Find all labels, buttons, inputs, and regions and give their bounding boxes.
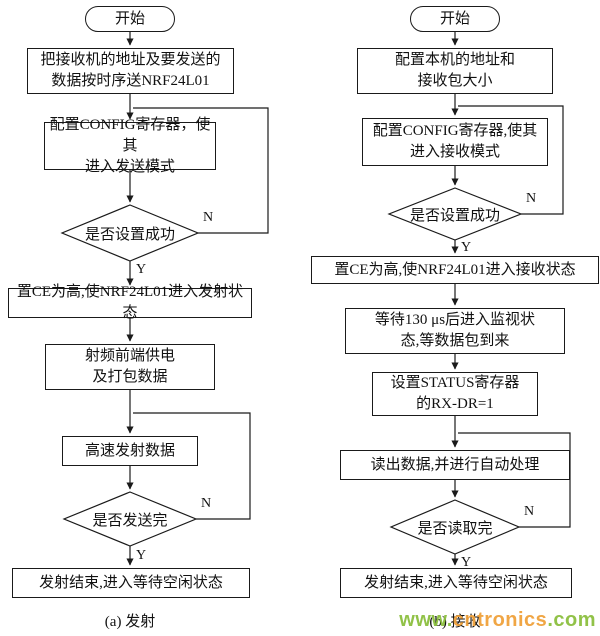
branch-label-yes: Y [136,262,147,277]
start-terminator: 开始 [85,6,175,32]
flow-step-config-register: 配置CONFIG寄存器，使其 进入发送模式 [44,117,216,175]
decision-read-done: 是否读取完 [417,520,493,537]
flow-step-wait-monitor: 等待130 μs后进入监视状 态,等数据包到来 [345,308,565,354]
flow-step-ce-high: 置CE为高,使NRF24L01进入发射状态 [8,284,252,321]
decision-shape [60,204,200,262]
decision-setup-ok: 是否设置成功 [409,207,500,224]
start-terminator: 开始 [410,6,500,32]
watermark-suffix: .com [547,609,596,631]
branch-label-no: N [203,210,214,225]
watermark-prefix: www. [399,609,453,631]
flow-step-set-status-register: 设置STATUS寄存器 的RX-DR=1 [372,372,538,416]
decision-shape [389,499,521,555]
branch-label-no: N [201,496,212,511]
flow-step-receive-end: 发射结束,进入等待空闲状态 [340,568,572,598]
flow-step-transmit-end: 发射结束,进入等待空闲状态 [12,568,250,598]
branch-label-no: N [526,191,537,206]
connector-loop-no [133,412,251,520]
branch-label-yes: Y [461,555,472,570]
decision-send-done: 是否发送完 [92,512,168,529]
branch-label-no: N [524,504,535,519]
flow-step-config-register: 配置CONFIG寄存器,使其 进入接收模式 [362,118,548,166]
site-watermark: www.cntronics.com [399,609,596,632]
branch-label-yes: Y [136,548,147,563]
decision-shape [387,187,523,241]
flow-step-read-data: 读出数据,并进行自动处理 [340,450,570,480]
flow-step-ce-high: 置CE为高,使NRF24L01进入接收状态 [311,256,599,284]
chart-caption-transmit: (a) 发射 [104,614,156,630]
connector-loop-no [133,107,269,234]
chart-caption-receive: (b) 接收 [429,614,481,630]
flow-step-config-local-address: 配置本机的地址和 接收包大小 [357,48,553,94]
decision-shape [62,491,198,547]
flow-step-transmit-data: 高速发射数据 [62,436,198,466]
connector-loop-no [458,105,564,215]
watermark-name: cntronics [452,609,548,631]
flow-step-load-address: 把接收机的地址及要发送的 数据按时序送NRF24L01 [27,48,234,94]
decision-setup-ok: 是否设置成功 [84,226,175,243]
flow-step-rf-power: 射频前端供电 及打包数据 [45,344,215,390]
connector-loop-no [458,432,571,528]
branch-label-yes: Y [461,240,472,255]
